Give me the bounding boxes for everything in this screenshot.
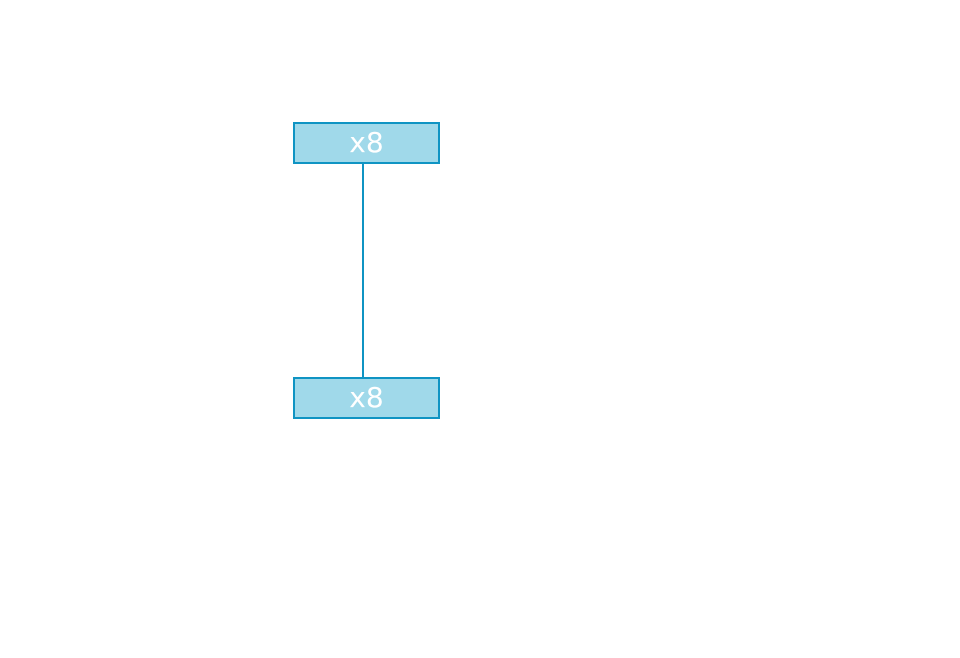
node-bottom: x8 xyxy=(293,377,440,419)
node-top-label: x8 xyxy=(349,126,384,159)
connector-line xyxy=(362,164,364,377)
node-bottom-label: x8 xyxy=(349,381,384,414)
node-top: x8 xyxy=(293,122,440,164)
